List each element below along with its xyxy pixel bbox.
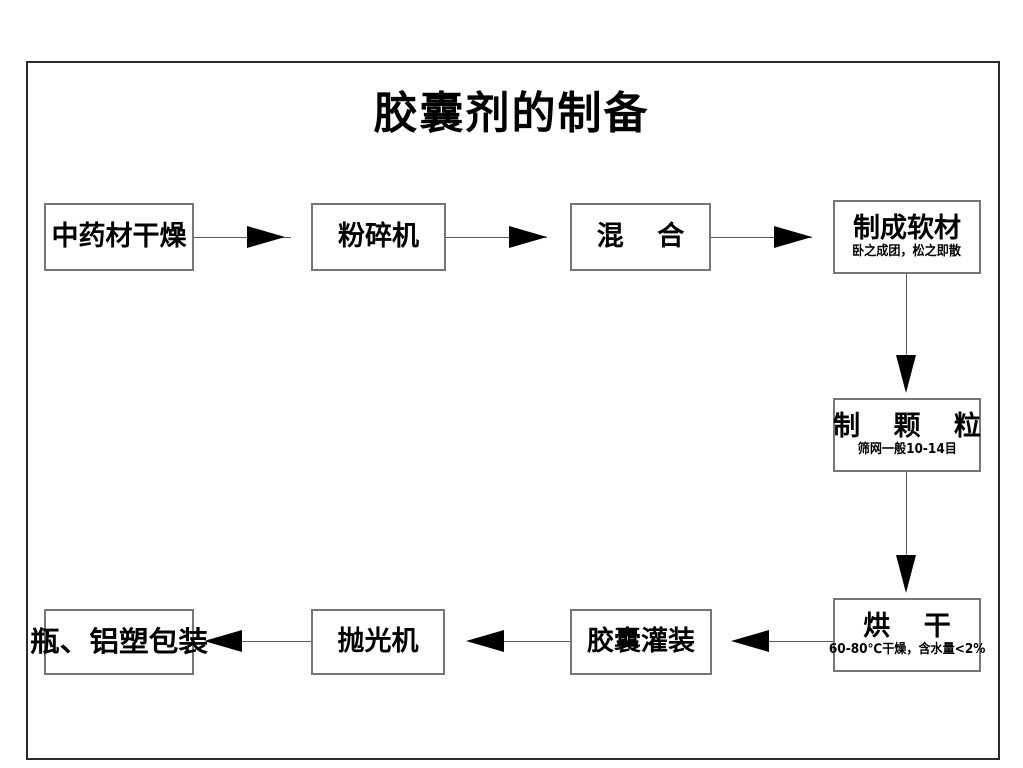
node-subtitle: 卧之成团，松之即散 [852, 243, 962, 259]
connector-line-softmass-to-granulate [906, 274, 907, 364]
node-title: 瓶、铝塑包装 [29, 625, 209, 659]
arrow-right-icon [774, 226, 812, 248]
connector-line-dry-to-pulverizer [194, 237, 291, 238]
node-subtitle: 筛网一般10-14目 [857, 441, 957, 457]
arrow-right-icon [247, 226, 285, 248]
node-title: 混 合 [596, 220, 697, 252]
arrow-left-icon [204, 630, 242, 652]
connector-line-fill-to-polish [470, 641, 570, 642]
node-make-soft-mass[interactable]: 制成软材 卧之成团，松之即散 [833, 200, 981, 274]
node-title: 粉碎机 [338, 220, 419, 252]
node-polishing-machine[interactable]: 抛光机 [311, 609, 445, 675]
node-oven-drying[interactable]: 烘 干 60-80℃干燥，含水量<2% [829, 598, 985, 672]
arrow-left-icon [731, 630, 769, 652]
node-title: 制 颗 粒 [833, 411, 993, 443]
arrow-left-icon [466, 630, 504, 652]
node-title: 制成软材 [853, 213, 961, 245]
connector-line-ovendry-to-fill [735, 641, 833, 642]
node-mixing[interactable]: 混 合 [570, 203, 711, 271]
connector-line-pulverizer-to-mix [446, 237, 547, 238]
arrow-down-icon [896, 555, 916, 593]
connector-line-granulate-to-ovendry [906, 472, 907, 564]
node-title: 抛光机 [337, 625, 419, 657]
arrow-down-icon [896, 355, 916, 393]
node-title: 胶囊灌装 [587, 625, 695, 657]
node-capsule-filling[interactable]: 胶囊灌装 [570, 609, 712, 675]
node-granulation[interactable]: 制 颗 粒 筛网一般10-14目 [833, 398, 981, 472]
node-title: 中药材干燥 [51, 220, 187, 252]
connector-line-polish-to-package [208, 641, 311, 642]
node-bottle-and-blister-packaging[interactable]: 瓶、铝塑包装 [30, 609, 208, 675]
arrow-right-icon [509, 226, 547, 248]
connector-line-mix-to-softmass [711, 237, 812, 238]
page-title: 胶囊剂的制备 [373, 88, 650, 139]
node-drying-of-herbs[interactable]: 中药材干燥 [44, 203, 194, 271]
node-pulverizer[interactable]: 粉碎机 [311, 203, 446, 271]
node-title: 烘 干 [863, 611, 963, 643]
node-subtitle: 60-80℃干燥，含水量<2% [828, 641, 986, 657]
